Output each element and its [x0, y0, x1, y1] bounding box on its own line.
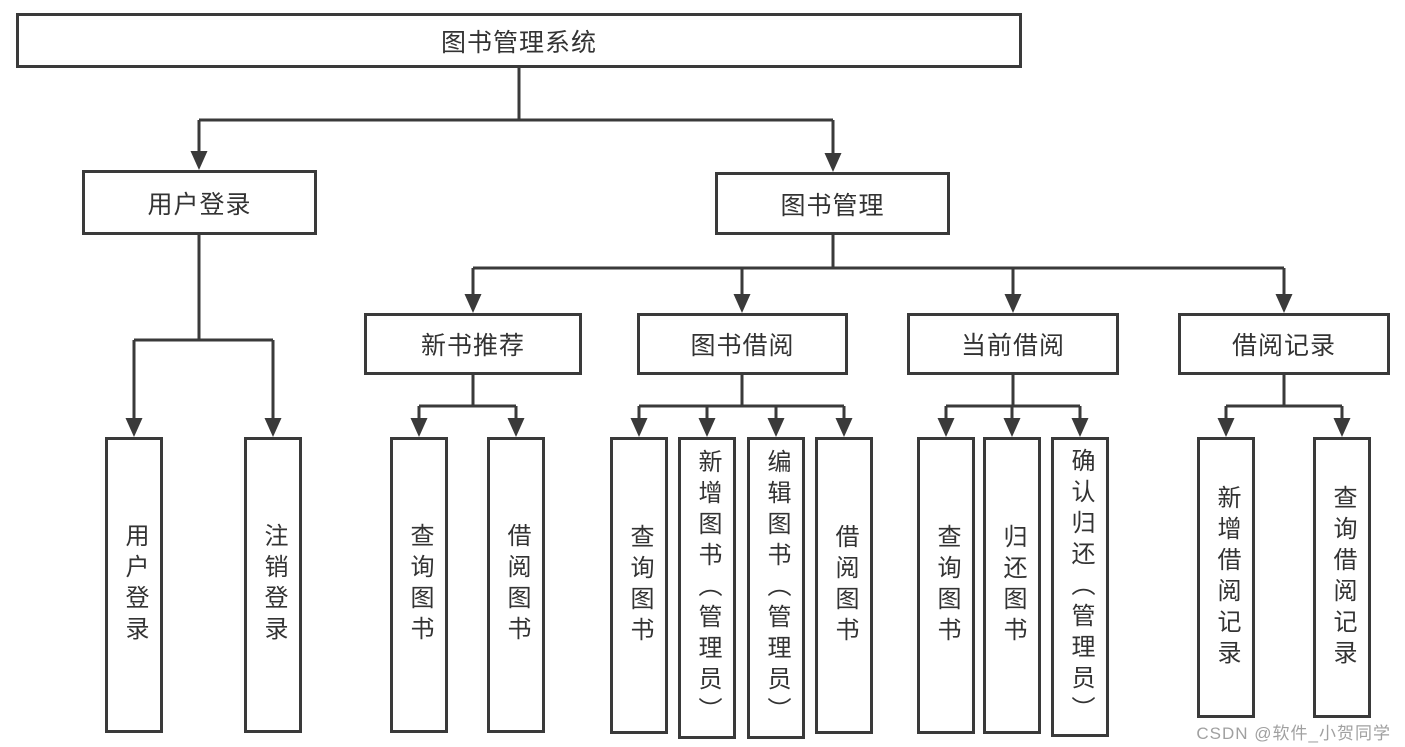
connector-bookmgmt-to-level3	[471, 235, 1286, 297]
leaf-query-books-3: 查询图书	[917, 437, 975, 734]
leaf-borrow-books-1: 借阅图书	[487, 437, 545, 733]
leaf-query-borrow-record: 查询借阅记录	[1313, 437, 1371, 718]
node-new-book-recommend: 新书推荐	[364, 313, 582, 375]
leaf-query-books-2: 查询图书	[610, 437, 668, 734]
leaf-user-login: 用户登录	[105, 437, 163, 733]
connector-bookborrow-to-leaves	[637, 375, 846, 421]
leaf-edit-book-admin: 编辑图书（管理员）	[747, 437, 805, 739]
leaf-borrow-books-2: 借阅图书	[815, 437, 873, 734]
connector-currentborrow-to-leaves	[944, 375, 1082, 421]
node-book-borrow: 图书借阅	[637, 313, 848, 375]
connector-newbook-to-leaves	[417, 375, 518, 421]
node-borrow-records: 借阅记录	[1178, 313, 1390, 375]
node-user-login: 用户登录	[82, 170, 317, 235]
connector-records-to-leaves	[1224, 375, 1344, 421]
leaf-add-borrow-record: 新增借阅记录	[1197, 437, 1255, 718]
leaf-query-books-1: 查询图书	[390, 437, 448, 733]
leaf-add-book-admin: 新增图书（管理员）	[678, 437, 736, 739]
connector-userlogin-to-leaves	[132, 235, 275, 421]
watermark: CSDN @软件_小贺同学	[1196, 724, 1391, 743]
node-current-borrow: 当前借阅	[907, 313, 1119, 375]
leaf-return-book: 归还图书	[983, 437, 1041, 734]
leaf-logout: 注销登录	[244, 437, 302, 733]
connector-root-to-level2	[197, 68, 835, 155]
leaf-confirm-return-admin: 确认归还（管理员）	[1051, 437, 1109, 737]
node-book-management: 图书管理	[715, 172, 950, 235]
node-root: 图书管理系统	[16, 13, 1022, 68]
